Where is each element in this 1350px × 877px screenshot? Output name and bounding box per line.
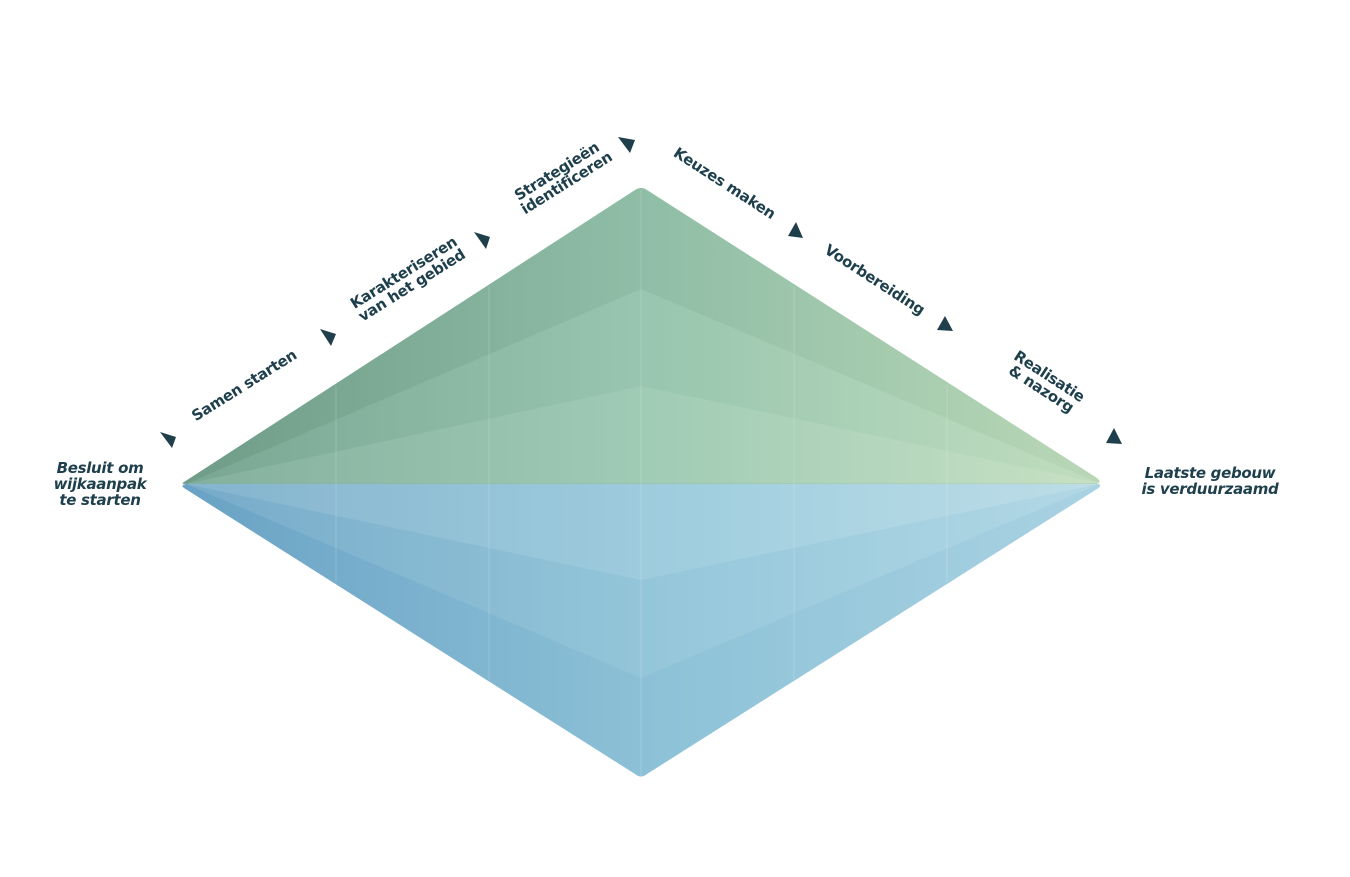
arrow-icon <box>788 222 803 238</box>
start-label: Besluit om wijkaanpak te starten <box>53 459 147 509</box>
end-label: Laatste gebouw is verduurzaamd <box>1141 464 1279 498</box>
phase-separators <box>335 190 948 776</box>
diamond-bottom-inner <box>186 484 1099 580</box>
arrow-icon <box>474 232 490 249</box>
arrow-icon <box>937 316 953 331</box>
diamond-bottom-middle <box>186 484 1099 678</box>
arrow-icon <box>160 432 176 448</box>
arrow-icon <box>1106 428 1122 444</box>
arrow-icon <box>320 329 336 346</box>
arrow-icon <box>618 137 635 153</box>
diamond-top-inner <box>186 386 1099 484</box>
